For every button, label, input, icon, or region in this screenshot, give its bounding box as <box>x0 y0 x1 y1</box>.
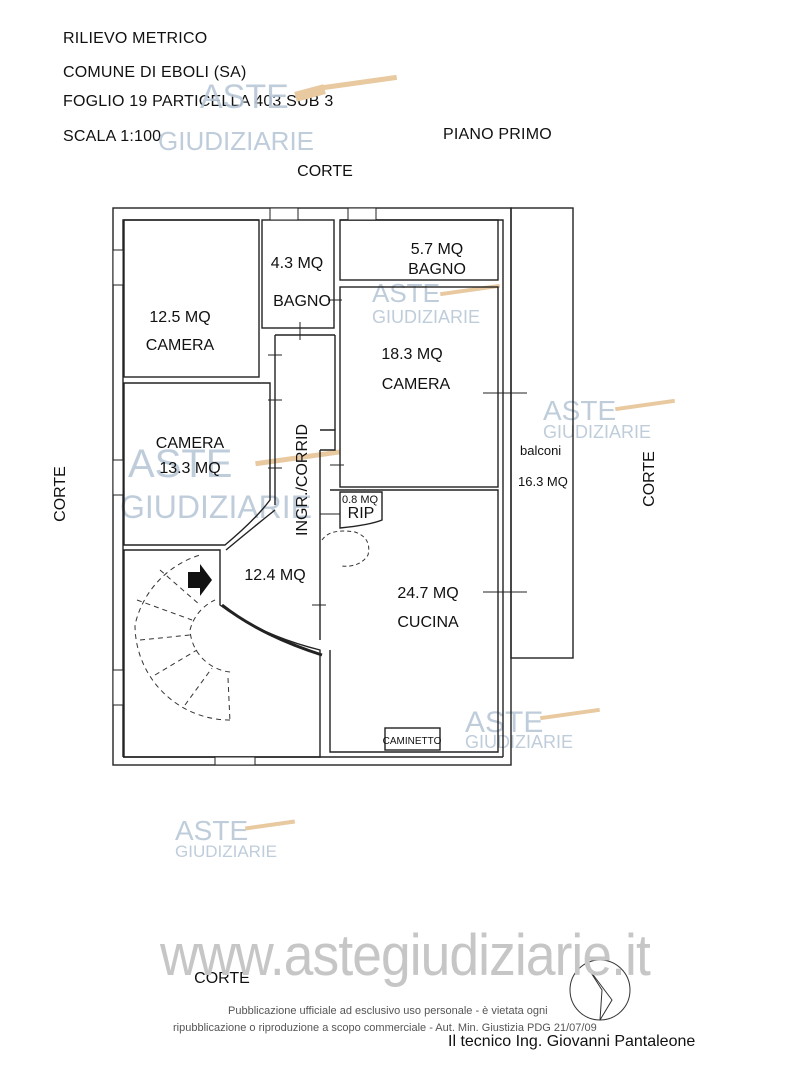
scala-label: SCALA 1:100 <box>63 128 162 145</box>
balconi-name: balconi <box>520 443 561 458</box>
title-rilievo: RILIEVO METRICO <box>63 30 208 47</box>
room-camera-1 <box>123 219 260 378</box>
entrance-arrow-icon <box>188 564 212 596</box>
technician-signature: Il tecnico Ing. Giovanni Pantaleone <box>448 1033 696 1050</box>
corte-bottom: CORTE <box>194 970 250 987</box>
bagno2-area: 5.7 MQ <box>411 241 463 258</box>
rip-name: RIP <box>348 505 375 522</box>
notice-line-2: ripubblicazione o riproduzione a scopo c… <box>173 1022 597 1034</box>
piano-label: PIANO PRIMO <box>443 126 552 143</box>
room-bagno-2 <box>339 219 499 281</box>
watermark-aste-text: ASTE <box>200 78 289 116</box>
caminetto-label: CAMINETTO <box>383 736 442 747</box>
spiral-staircase <box>134 554 231 723</box>
north-compass-icon <box>569 959 631 1021</box>
watermark-giudiziarie-text: GIUDIZIARIE <box>120 489 312 525</box>
window <box>347 207 377 221</box>
watermark-logo-top: ASTE GIUDIZIARIE <box>158 74 398 156</box>
watermark-giudiziarie-text: GIUDIZIARIE <box>372 307 480 327</box>
gavel-icon <box>255 449 341 467</box>
window <box>112 459 124 496</box>
gavel-icon <box>540 707 600 721</box>
watermark-giudiziarie-text: GIUDIZIARIE <box>465 732 573 752</box>
notice-line-1: Pubblicazione ufficiale ad esclusivo uso… <box>228 1005 548 1017</box>
corte-left: CORTE <box>52 466 69 522</box>
watermark-aste-text: ASTE <box>465 706 543 739</box>
watermark-giudiziarie-text: GIUDIZIARIE <box>158 126 314 156</box>
room-bagno-1 <box>261 219 335 329</box>
door-swing <box>321 530 370 567</box>
bagno1-name: BAGNO <box>273 293 331 310</box>
camera2-name: CAMERA <box>382 376 451 393</box>
comune-label: COMUNE DI EBOLI (SA) <box>63 64 247 81</box>
camera1-area: 12.5 MQ <box>149 309 210 326</box>
window <box>269 207 299 221</box>
cucina-name: CUCINA <box>397 614 459 631</box>
cucina-area: 24.7 MQ <box>397 585 458 602</box>
gavel-icon <box>440 283 500 297</box>
room-ripostiglio <box>339 491 383 529</box>
balconi-area: 16.3 MQ <box>518 474 568 489</box>
balcony-outline <box>510 207 574 659</box>
room-camera-3 <box>123 382 271 546</box>
watermark-logo-mid: ASTE GIUDIZIARIE <box>372 278 500 327</box>
camera3-name: CAMERA <box>156 435 225 452</box>
watermark-logo-left: ASTE GIUDIZIARIE <box>120 442 341 525</box>
gavel-icon <box>294 74 398 102</box>
bagno1-area: 4.3 MQ <box>271 255 323 272</box>
foglio-label: FOGLIO 19 PARTICELLA 403 SUB 3 <box>63 93 334 110</box>
camera1-name: CAMERA <box>146 337 215 354</box>
watermark-giudiziarie-text: GIUDIZIARIE <box>175 842 277 861</box>
windows <box>112 207 527 766</box>
rip-area: 0.8 MQ <box>342 494 379 506</box>
watermark-logo-bottom: ASTE GIUDIZIARIE <box>175 815 296 861</box>
watermark-aste-text: ASTE <box>128 442 232 486</box>
building-walls <box>112 207 574 766</box>
corridor-name: INGR./CORRID <box>294 424 311 536</box>
room-cucina <box>329 489 499 753</box>
watermark-aste-text: ASTE <box>175 815 248 846</box>
window <box>112 249 124 286</box>
watermark-giudiziarie-text: GIUDIZIARIE <box>543 422 651 442</box>
watermark-logo-kitchen: ASTE GIUDIZIARIE <box>465 706 600 752</box>
door-marks <box>268 299 344 606</box>
bagno2-name: BAGNO <box>408 261 466 278</box>
caminetto-box <box>384 727 441 751</box>
window <box>112 669 124 706</box>
watermark-aste-text: ASTE <box>372 278 440 308</box>
gavel-icon <box>244 819 296 831</box>
corte-top: CORTE <box>297 163 353 180</box>
watermark-aste-text: ASTE <box>543 395 616 426</box>
camera3-area: 13.3 MQ <box>159 460 220 477</box>
watermark-url: www.astegiudiziarie.it <box>160 923 651 988</box>
corridor-area: 12.4 MQ <box>244 567 305 584</box>
corte-right: CORTE <box>641 451 658 507</box>
camera2-area: 18.3 MQ <box>381 346 442 363</box>
window <box>214 756 256 766</box>
watermark-logo-right: ASTE GIUDIZIARIE <box>543 395 675 442</box>
gavel-icon <box>615 398 675 412</box>
